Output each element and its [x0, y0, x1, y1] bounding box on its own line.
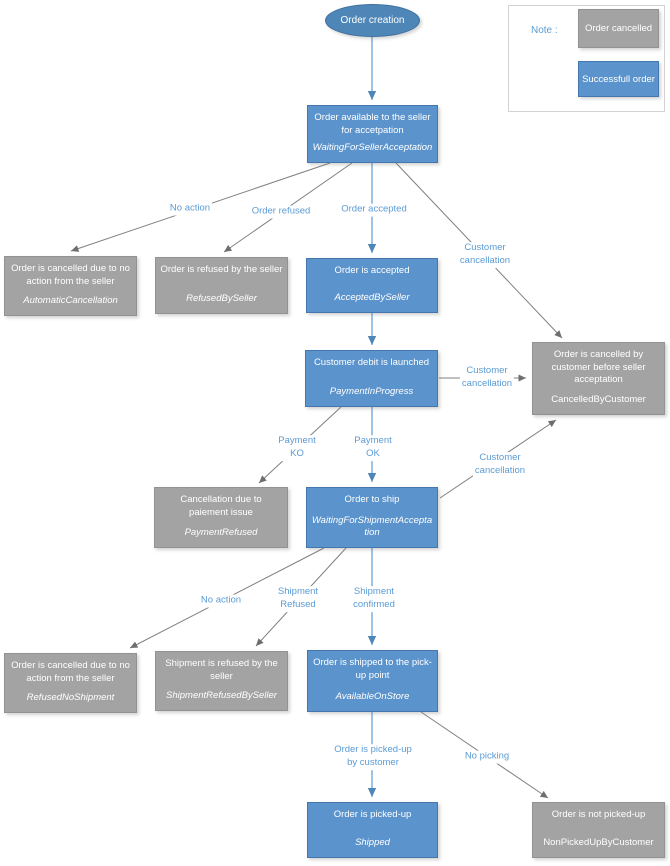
node-title: Order to ship: [344, 494, 400, 505]
node-waiting-for-shipment-acceptation: Order to ship WaitingForShipmentAccepta …: [306, 487, 438, 548]
node-title: Order is not picked-up: [551, 809, 646, 820]
edge-label-order-refused: Order refused: [249, 205, 313, 219]
node-state: RefusedNoShipment: [26, 692, 115, 704]
node-title: Order is shipped to the pick- up point: [313, 657, 432, 681]
node-state: AutomaticCancellation: [23, 295, 118, 307]
node-order-creation: Order creation: [325, 4, 420, 37]
node-state: AcceptedBySeller: [334, 292, 410, 304]
edge-label-shipment-confirmed: Shipment confirmed: [351, 586, 397, 612]
node-available-on-store: Order is shipped to the pick- up point A…: [307, 650, 438, 712]
node-refused-no-shipment: Order is cancelled due to no action from…: [4, 653, 137, 713]
node-non-picked-up-by-customer: Order is not picked-up NonPickedUpByCust…: [532, 802, 665, 858]
legend: Note : Order cancelled Successfull order: [508, 5, 665, 112]
node-state: AvailableOnStore: [335, 691, 410, 703]
node-payment-in-progress: Customer debit is launched PaymentInProg…: [305, 350, 438, 407]
node-state: WaitingForShipmentAccepta tion: [311, 514, 433, 539]
node-title: Cancellation due to paiement issue: [180, 494, 262, 518]
node-cancelled-by-customer: Order is cancelled by customer before se…: [532, 342, 665, 415]
edge-label-order-accepted: Order accepted: [339, 203, 409, 217]
node-title: Shipment is refused by the seller: [165, 658, 278, 682]
node-state: RefusedBySeller: [186, 293, 257, 305]
node-state: PaymentInProgress: [329, 386, 414, 398]
edge-label-shipment-refused: Shipment Refused: [275, 586, 321, 612]
node-refused-by-seller: Order is refused by the seller RefusedBy…: [155, 257, 288, 314]
node-accepted-by-seller: Order is accepted AcceptedBySeller: [306, 258, 438, 313]
node-title: Order is cancelled due to no action from…: [11, 660, 130, 684]
node-automatic-cancellation: Order is cancelled due to no action from…: [4, 256, 137, 316]
edge-label-customer-cancellation-mid: Customer cancellation: [459, 365, 515, 391]
edge-label-payment-ko: Payment KO: [276, 435, 318, 461]
edge-label-payment-ok: Payment OK: [352, 435, 394, 461]
node-title: Order is cancelled due to no action from…: [11, 263, 130, 287]
node-title: Order is refused by the seller: [160, 264, 283, 275]
node-state: CancelledByCustomer: [551, 394, 646, 406]
edge-label-no-action-shipment: No action: [198, 594, 244, 608]
node-shipped: Order is picked-up Shipped: [307, 802, 438, 858]
node-title: Order available to the seller for accetp…: [314, 112, 431, 136]
node-waiting-for-seller-acceptation: Order available to the seller for accetp…: [307, 105, 438, 163]
edge-label-customer-cancellation-top: Customer cancellation: [457, 242, 513, 268]
edge-label-customer-cancellation-ship: Customer cancellation: [472, 452, 528, 478]
node-order-creation-label: Order creation: [340, 15, 405, 26]
legend-note-label: Note :: [531, 25, 558, 36]
legend-success-swatch: Successfull order: [578, 61, 659, 97]
node-state: Shipped: [355, 837, 390, 849]
node-state: PaymentRefused: [184, 527, 258, 539]
node-state: NonPickedUpByCustomer: [543, 837, 654, 849]
edge-label-picked-up-by-customer: Order is picked-up by customer: [332, 744, 414, 770]
legend-cancelled-swatch: Order cancelled: [578, 9, 659, 48]
edge-label-no-picking: No picking: [462, 750, 512, 764]
node-state: WaitingForSellerAcceptation: [312, 142, 433, 154]
edge-label-no-action-seller: No action: [167, 202, 213, 216]
node-state: ShipmentRefusedBySeller: [166, 690, 277, 702]
node-shipment-refused-by-seller: Shipment is refused by the seller Shipme…: [155, 651, 288, 711]
node-payment-refused: Cancellation due to paiement issue Payme…: [154, 487, 288, 548]
node-title: Order is accepted: [334, 265, 410, 276]
node-title: Order is picked-up: [333, 809, 412, 820]
node-title: Customer debit is launched: [313, 357, 430, 368]
node-title: Order is cancelled by customer before se…: [551, 349, 646, 386]
